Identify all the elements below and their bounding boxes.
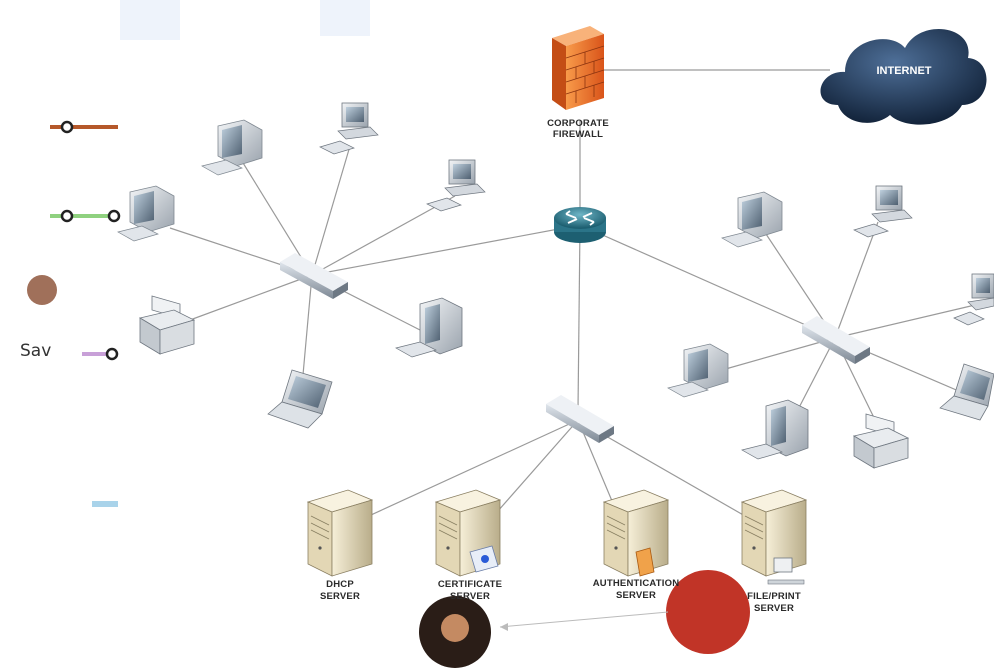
cloud-icon xyxy=(820,28,987,125)
file-print-label-line2: SERVER xyxy=(754,603,794,614)
desktop-pc-icon xyxy=(853,185,913,238)
firewall-icon xyxy=(552,26,605,110)
mini-printer-icon xyxy=(767,557,805,585)
monitor-icon xyxy=(721,191,783,248)
desktop-pc-icon xyxy=(319,102,379,155)
switch-icon xyxy=(280,253,348,299)
lcd-monitor-icon xyxy=(741,399,809,460)
bg-avatar xyxy=(27,275,57,305)
lcd-monitor-icon xyxy=(395,297,463,358)
bg-red-circle xyxy=(666,570,750,654)
authentication-label-line1: AUTHENTICATION xyxy=(593,578,680,589)
printer-icon xyxy=(138,295,196,355)
certificate-label-line1: CERTIFICATE xyxy=(438,579,502,590)
server-icon xyxy=(740,489,808,577)
certificate-icon xyxy=(469,545,499,573)
bg-station xyxy=(107,209,121,223)
bg-station xyxy=(60,209,74,223)
bg-station xyxy=(105,347,119,361)
background-peek-text: Sav xyxy=(20,341,52,361)
avatar-face xyxy=(441,614,469,642)
internet-label: INTERNET xyxy=(877,65,932,77)
laptop-icon xyxy=(267,369,333,429)
dhcp-label-line1: DHCP xyxy=(326,579,354,590)
bg-station xyxy=(60,120,74,134)
auth-key-icon xyxy=(635,547,655,577)
monitor-icon xyxy=(667,343,729,398)
desktop-pc-icon xyxy=(953,273,994,326)
file-print-label-line1: FILE/PRINT xyxy=(747,591,801,602)
dhcp-label-line2: SERVER xyxy=(320,591,360,602)
bg-blob xyxy=(320,0,370,36)
laptop-icon xyxy=(939,363,994,421)
switch-icon xyxy=(546,395,614,443)
firewall-label-line1: CORPORATE xyxy=(547,118,609,129)
desktop-pc-icon xyxy=(426,159,486,212)
server-icon xyxy=(602,489,670,577)
bg-blob xyxy=(120,0,180,40)
monitor-icon xyxy=(201,119,263,176)
monitor-icon xyxy=(117,185,175,242)
server-icon xyxy=(306,489,374,577)
authentication-label-line2: SERVER xyxy=(616,590,656,601)
switch-icon xyxy=(802,316,870,364)
router-icon xyxy=(554,207,606,243)
bg-arrow-line xyxy=(499,611,669,628)
certificate-label-line2: SERVER xyxy=(450,591,490,602)
arrow-head-icon xyxy=(500,623,508,631)
firewall-label-line2: FIREWALL xyxy=(553,129,603,140)
printer-icon xyxy=(852,413,910,469)
